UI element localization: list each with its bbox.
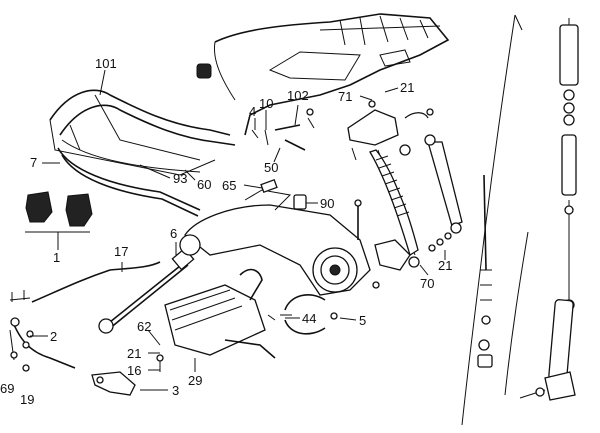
pedal-lever-2 [9, 317, 76, 369]
callout-70: 70 [420, 276, 434, 291]
long-bolt [354, 199, 362, 240]
front-fork-right [519, 18, 579, 401]
callout-21-top: 21 [400, 80, 414, 95]
callout-44: 44 [302, 311, 316, 326]
small-parts-upper [251, 108, 315, 151]
callout-1: 1 [53, 250, 60, 265]
callout-102: 102 [287, 88, 309, 103]
callout-60: 60 [197, 177, 211, 192]
callout-21-right: 21 [438, 258, 452, 273]
callout-19: 19 [20, 392, 34, 407]
callout-29: 29 [188, 373, 202, 388]
callout-71: 71 [338, 89, 352, 104]
callout-93: 93 [173, 171, 187, 186]
brake-rod-17 [9, 261, 161, 303]
callout-16: 16 [127, 363, 141, 378]
callout-10: 10 [259, 96, 273, 111]
lower-mount-bracket [372, 239, 411, 289]
grommet-part [196, 63, 212, 79]
callout-6: 6 [170, 226, 177, 241]
callout-50: 50 [264, 160, 278, 175]
callout-5: 5 [359, 313, 366, 328]
callout-labels: 101 7 93 60 1 17 6 2 69 19 62 21 16 3 29… [0, 56, 452, 407]
brake-shoes-44 [280, 294, 338, 335]
lever-3 [91, 371, 136, 396]
top-mount-bracket [347, 100, 434, 161]
callout-7: 7 [30, 155, 37, 170]
trim-strip-7 [57, 147, 201, 217]
swing-arm [179, 189, 371, 296]
small-bolts-left [10, 290, 30, 372]
callout-21-lower: 21 [127, 346, 141, 361]
callout-101: 101 [95, 56, 117, 71]
brackets-1 [25, 191, 93, 227]
muffler-29 [164, 268, 276, 359]
callout-4: 4 [249, 104, 256, 119]
callout-69: 69 [0, 381, 14, 396]
callout-17: 17 [114, 244, 128, 259]
callout-62: 62 [137, 319, 151, 334]
fork-rod-middle [477, 174, 493, 368]
callout-2: 2 [50, 329, 57, 344]
cap-90 [293, 194, 307, 210]
bolt-65 [260, 179, 278, 193]
bolt-near-44 [267, 314, 276, 321]
rear-frame-body [213, 13, 450, 136]
callout-3: 3 [172, 383, 179, 398]
callout-90: 90 [320, 196, 334, 211]
shock-absorber-right [424, 134, 463, 234]
washers-right [428, 232, 452, 252]
side-panel-101 [49, 89, 236, 176]
leader-lines [25, 69, 446, 391]
callout-65: 65 [222, 178, 236, 193]
separator-lines [461, 14, 529, 426]
bolt-16 [156, 354, 164, 372]
